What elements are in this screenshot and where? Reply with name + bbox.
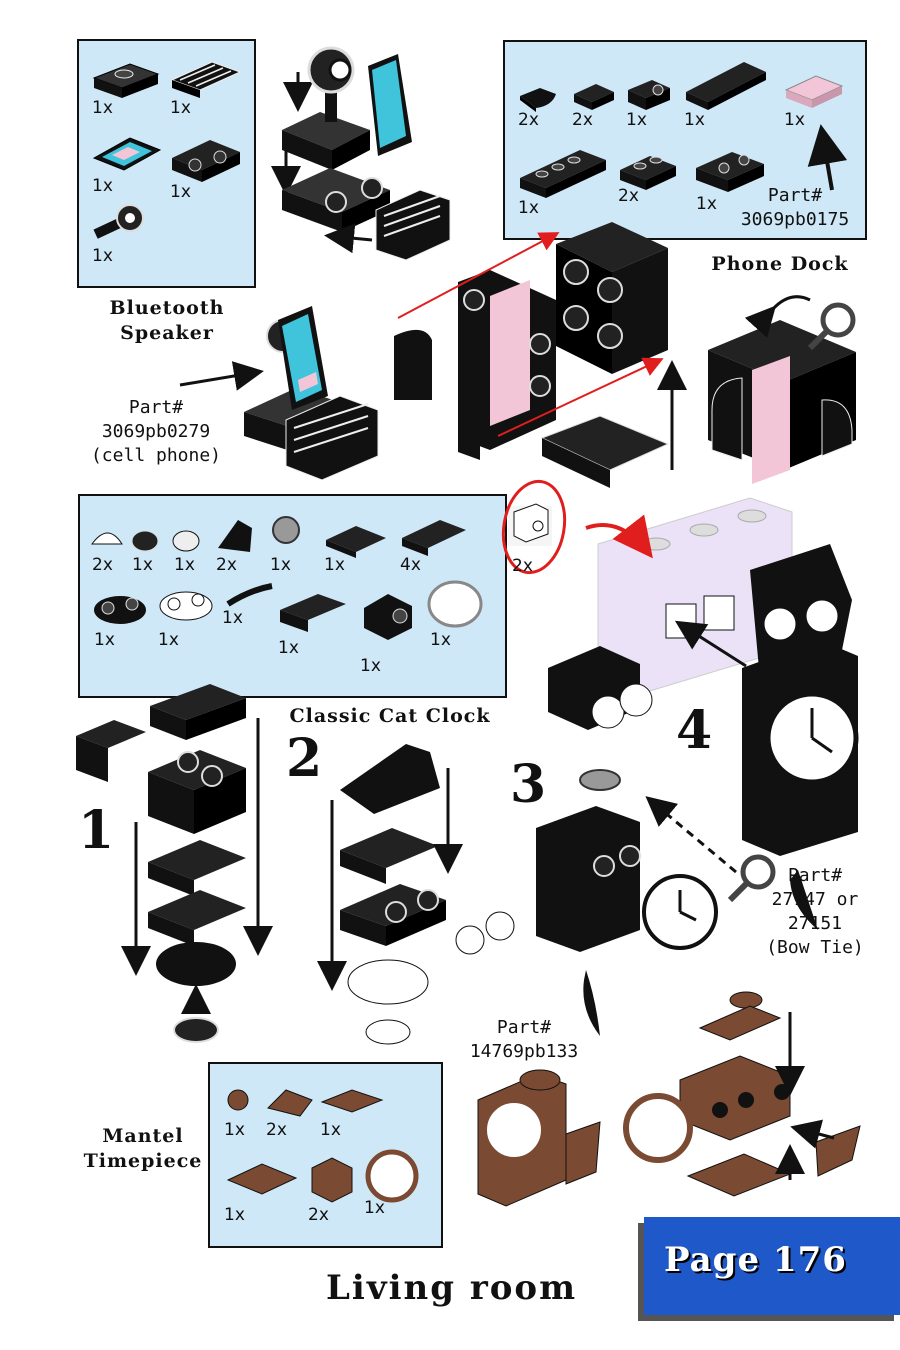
dock-part-callout: Part# 3069pb0175 (730, 184, 860, 232)
clock-qty: 4x (400, 555, 421, 575)
bt-part-tile-with-stud (92, 63, 160, 98)
clock-part-label: Part# (787, 865, 843, 886)
dock-qty: 1x (518, 198, 539, 218)
mantel-assembled (477, 1069, 601, 1207)
dock-part-number: 3069pb0175 (740, 209, 850, 230)
bt-part-antenna-round (93, 204, 144, 239)
clock-part-note: (Bow Tie) (766, 937, 864, 958)
dock-part-label: Part# (767, 185, 823, 206)
dock-qty: 1x (696, 194, 717, 214)
step-number-2: 2 (286, 728, 323, 789)
clock-extra-qty: 2x (512, 556, 533, 576)
clock-qty: 1x (324, 555, 345, 575)
clock-step-3-assembly (536, 646, 776, 1036)
dock-part-quarter-tile (520, 88, 556, 112)
mantel-title: Mantel Timepiece (80, 1124, 206, 1174)
dock-title: Phone Dock (711, 253, 849, 275)
dock-build-step (394, 222, 687, 488)
mantel-parts (226, 1089, 419, 1203)
page-title: Living room (326, 1268, 578, 1308)
bt-part-number: 3069pb0279 (101, 421, 211, 442)
bt-title: Bluetooth Speaker (92, 296, 242, 346)
dock-qty: 1x (684, 110, 705, 130)
clock-qty: 1x (270, 555, 291, 575)
dock-qty: 1x (784, 110, 805, 130)
clock-part-callout: Part# 27147 or 27151 (Bow Tie) (760, 864, 870, 960)
mantel-part-number: 14769pb133 (469, 1041, 579, 1062)
mantel-qty: 1x (224, 1120, 245, 1140)
mantel-qty: 2x (308, 1205, 329, 1225)
clock-qty: 1x (430, 630, 451, 650)
mantel-title-line2: Timepiece (83, 1150, 203, 1172)
clock-part-number-b: 27151 (787, 913, 843, 934)
clock-qty: 1x (174, 555, 195, 575)
clock-qty: 1x (360, 656, 381, 676)
dock-part-clip (628, 80, 670, 110)
bt-title-line1: Bluetooth (109, 297, 225, 319)
step-number-3: 3 (510, 754, 547, 815)
bt-part-note: (cell phone) (90, 445, 222, 466)
bt-part-grille-tile (170, 61, 242, 98)
bt-build-step (271, 46, 451, 261)
bt-part-bracket (172, 140, 240, 182)
dock-part-plate-1x2 (620, 156, 676, 190)
clock-extra-part (501, 479, 567, 575)
clock-qty: 1x (132, 555, 153, 575)
mantel-title-line1: Mantel (102, 1125, 184, 1147)
clock-qty: 1x (94, 630, 115, 650)
mantel-qty: 1x (224, 1205, 245, 1225)
bt-qty: 1x (170, 182, 191, 202)
bt-qty: 1x (170, 98, 191, 118)
bt-qty: 1x (92, 98, 113, 118)
dock-part-bracket (696, 152, 764, 192)
bt-qty: 1x (92, 176, 113, 196)
clock-qty: 1x (278, 638, 299, 658)
bt-part-callout: Part# 3069pb0279 (cell phone) (86, 396, 226, 468)
mantel-qty: 1x (364, 1198, 385, 1218)
clock-qty: 1x (158, 630, 179, 650)
page-number-badge (644, 1217, 900, 1315)
phone-dock-parts-panel (503, 40, 867, 240)
mantel-part-label: Part# (496, 1017, 552, 1038)
mantel-part-callout: Part# 14769pb133 (454, 1016, 594, 1064)
dock-qty: 2x (518, 110, 539, 130)
dock-assembled (708, 295, 856, 484)
dock-part-pointer-arrow (807, 124, 848, 191)
page-number-label: Page 176 (664, 1240, 847, 1280)
bt-assembled-speaker (179, 306, 379, 481)
bt-part-phone-tile (92, 137, 162, 171)
dock-qty: 2x (572, 110, 593, 130)
clock-qty: 2x (216, 555, 237, 575)
dock-part-tile-1x1 (574, 84, 614, 110)
bt-title-line2: Speaker (120, 322, 214, 344)
dock-part-plate-1x4 (520, 150, 606, 198)
mantel-qty: 1x (320, 1120, 341, 1140)
dock-part-pink-phone-tile (784, 75, 844, 108)
step-number-4: 4 (676, 700, 713, 761)
dock-qty: 2x (618, 186, 639, 206)
clock-step-1-bricks (76, 684, 273, 1043)
clock-step-2-bricks (317, 744, 515, 1045)
step-number-1: 1 (78, 800, 115, 861)
bt-part-label: Part# (128, 397, 184, 418)
mantel-qty: 2x (266, 1120, 287, 1140)
clock-parts (91, 516, 483, 640)
dock-qty: 1x (626, 110, 647, 130)
clock-qty: 1x (222, 608, 243, 628)
bt-qty: 1x (92, 246, 113, 266)
clock-part-number-a: 27147 or (771, 889, 859, 910)
dock-part-long-tile (686, 62, 766, 110)
clock-qty: 2x (92, 555, 113, 575)
mantel-build-step (623, 991, 861, 1197)
clock-title: Classic Cat Clock (289, 705, 491, 727)
clock-step-4-cat (674, 544, 859, 930)
